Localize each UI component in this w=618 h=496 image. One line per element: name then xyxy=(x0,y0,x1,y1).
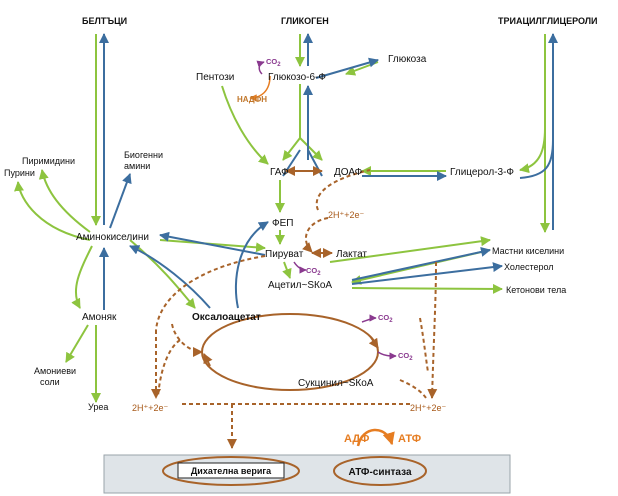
label-gap: ГАФ xyxy=(270,167,289,178)
label-co2-d: CO2 xyxy=(398,351,413,362)
label-dhap: ДОАФ xyxy=(334,167,363,178)
label-succinyl-scoa: Сукцинил~SКоА xyxy=(298,378,374,389)
label-glucose-6-p: Глюкозо-6-Ф xyxy=(268,72,326,83)
label-purines: Пурини xyxy=(4,168,35,178)
label-co2-b: CO2 xyxy=(306,266,321,277)
blue-arrows xyxy=(99,33,558,310)
label-biogenic-amines-2: амини xyxy=(124,161,150,171)
label-atp: АТФ xyxy=(398,433,421,445)
label-fatty-acids: Мастни киселини xyxy=(492,246,564,256)
label-pyrimidines: Пиримидини xyxy=(22,156,75,166)
label-co2-a: CO2 xyxy=(266,57,281,68)
label-adp: АДФ xyxy=(344,433,369,445)
label-co2-c: CO2 xyxy=(378,313,393,324)
label-acetyl-scoa: Ацетил~SКоА xyxy=(268,280,332,291)
respiratory-chain-oval xyxy=(162,456,300,486)
label-glycogen: ГЛИКОГЕН xyxy=(281,16,329,26)
label-nadph: НАДФН xyxy=(237,95,267,104)
brown-arrows xyxy=(151,166,438,449)
label-proteins: БЕЛТЪЦИ xyxy=(82,16,127,26)
label-pentoses: Пентози xyxy=(196,72,234,83)
atp-synthase-oval xyxy=(333,456,427,486)
label-lactate: Лактат xyxy=(336,249,367,260)
label-atp-synthase: АТФ-синтаза xyxy=(348,467,411,478)
respiratory-chain-box xyxy=(177,462,285,479)
label-ammonium-salts-1: Амониеви xyxy=(34,366,76,376)
label-respiratory-chain: Дихателна верига xyxy=(191,466,272,476)
label-h-plus-e-top: 2H⁺+2e⁻ xyxy=(328,210,365,220)
label-pep: ФЕП xyxy=(272,218,293,229)
label-triacylglycerols: ТРИАЦИЛГЛИЦЕРОЛИ xyxy=(498,16,598,26)
label-ketone-bodies: Кетонови тела xyxy=(506,285,566,295)
nadph-arrow xyxy=(249,75,271,102)
label-glycerol-3-p: Глицерол-3-Ф xyxy=(450,167,514,178)
label-pyruvate: Пируват xyxy=(265,249,304,260)
label-h-plus-e-right: 2H⁺+2e⁻ xyxy=(410,403,447,413)
label-oxaloacetate: Оксалоацетат xyxy=(192,312,261,323)
membrane-band xyxy=(103,454,511,494)
label-cholesterol: Холестерол xyxy=(504,262,554,272)
co2-arrows xyxy=(256,60,397,360)
label-ammonia: Амоняк xyxy=(82,312,117,323)
label-biogenic-amines-1: Биогенни xyxy=(124,150,163,160)
label-glucose: Глюкоза xyxy=(388,54,427,65)
label-ammonium-salts-2: соли xyxy=(40,377,60,387)
adp-atp-arc xyxy=(356,428,395,447)
green-arrows xyxy=(14,34,550,403)
label-amino-acids: Аминокиселини xyxy=(76,232,149,243)
label-urea: Уреа xyxy=(88,402,108,412)
label-h-plus-e-left: 2H⁺+2e⁻ xyxy=(132,403,169,413)
